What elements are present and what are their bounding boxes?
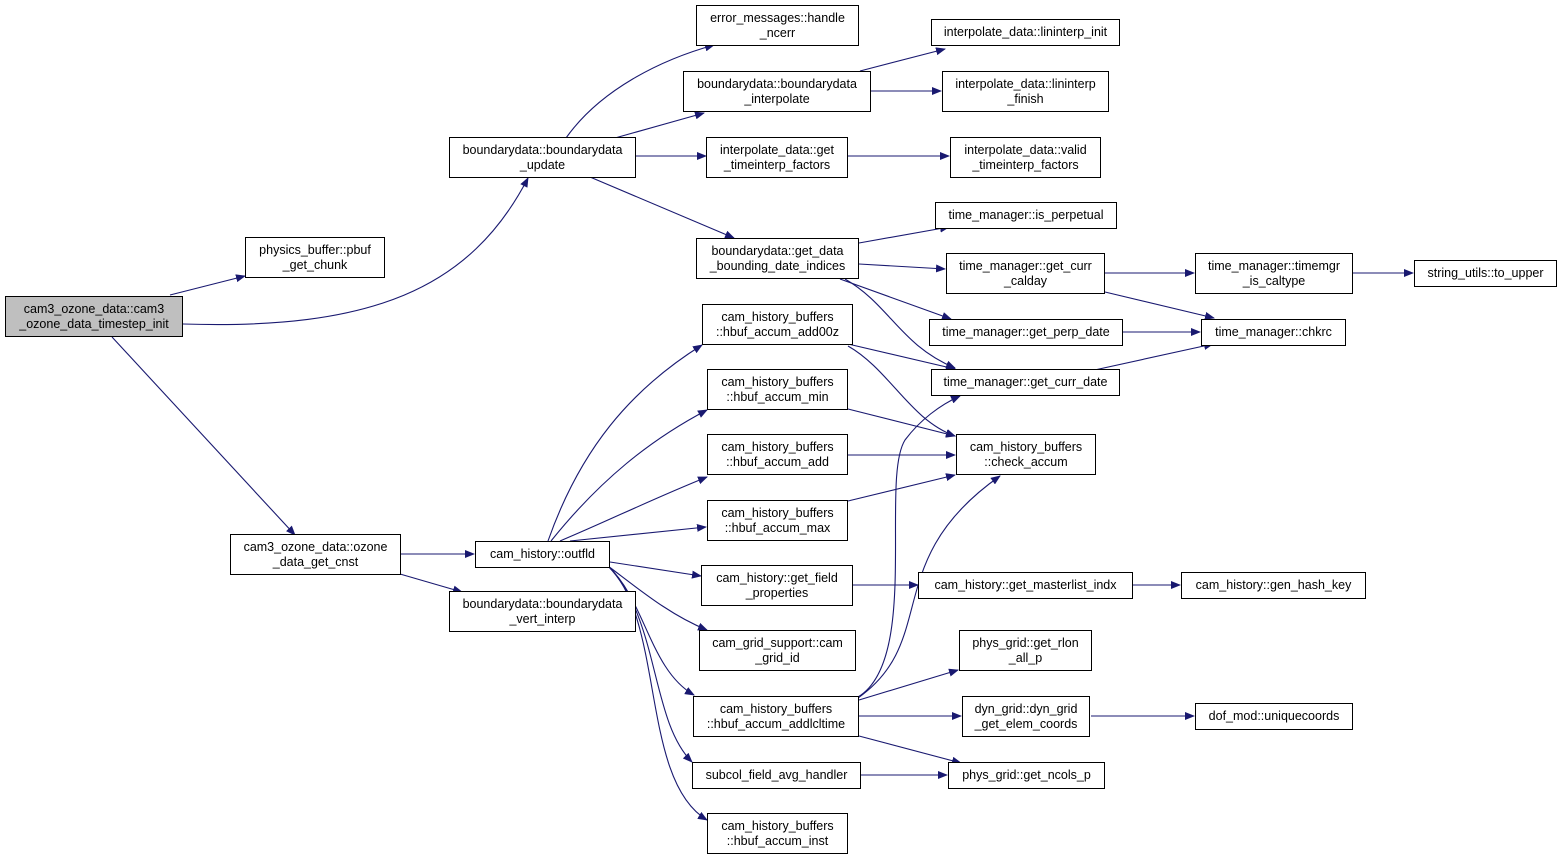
node-handle-ncerr[interactable]: error_messages::handle _ncerr (696, 5, 859, 46)
node-valid-timeinterp-factors[interactable]: interpolate_data::valid _timeinterp_fact… (950, 137, 1101, 178)
node-get-curr-date[interactable]: time_manager::get_curr_date (931, 369, 1120, 396)
node-get-data-bounding-date-indices[interactable]: boundarydata::get_data _bounding_date_in… (696, 238, 859, 279)
node-check-accum[interactable]: cam_history_buffers ::check_accum (956, 434, 1096, 475)
edge-hbuf_accum_addlcltime-check_accum (857, 475, 1001, 699)
node-lininterp-finish[interactable]: interpolate_data::lininterp _finish (942, 71, 1109, 112)
edge-hbuf_accum_add00z-get_curr_date (847, 343, 956, 371)
edge-root-boundarydata_update (182, 177, 529, 326)
edge-outfld-hbuf_accum_add (559, 476, 708, 542)
edge-outfld-get_field_properties (609, 561, 702, 579)
edge-outfld-hbuf_accum_min (550, 409, 708, 542)
edge-hbuf_accum_add00z-check_accum (847, 345, 956, 437)
node-is-perpetual[interactable]: time_manager::is_perpetual (935, 202, 1117, 229)
node-gen-hash-key[interactable]: cam_history::gen_hash_key (1181, 572, 1366, 599)
edge-ozone_data_get_cnst-boundarydata_vert_interp (399, 573, 463, 594)
node-get-masterlist-indx[interactable]: cam_history::get_masterlist_indx (918, 572, 1133, 599)
node-pbuf-get-chunk[interactable]: physics_buffer::pbuf _get_chunk (245, 237, 385, 278)
edge-hbuf_accum_addlcltime-get_rlon_all_p (858, 668, 959, 701)
edge-outfld-hbuf_accum_add00z (547, 344, 703, 542)
node-chkrc[interactable]: time_manager::chkrc (1201, 319, 1346, 346)
edge-outfld-cam_grid_id (607, 565, 708, 631)
node-boundarydata-vert-interp[interactable]: boundarydata::boundarydata _vert_interp (449, 591, 636, 632)
node-get-curr-calday[interactable]: time_manager::get_curr _calday (946, 253, 1105, 294)
node-to-upper[interactable]: string_utils::to_upper (1414, 260, 1557, 287)
edge-root-ozone_data_get_cnst (111, 336, 296, 536)
node-boundarydata-interpolate[interactable]: boundarydata::boundarydata _interpolate (683, 71, 871, 112)
edge-boundarydata_interpolate-lininterp_init (859, 47, 946, 72)
edge-hbuf_accum_min-check_accum (847, 408, 956, 438)
edge-hbuf_accum_addlcltime-get_ncols_p (858, 735, 962, 765)
node-subcol-field-avg-handler[interactable]: subcol_field_avg_handler (692, 762, 861, 789)
node-boundarydata-update[interactable]: boundarydata::boundarydata _update (449, 137, 636, 178)
node-hbuf-accum-inst[interactable]: cam_history_buffers ::hbuf_accum_inst (707, 813, 848, 854)
node-hbuf-accum-min[interactable]: cam_history_buffers ::hbuf_accum_min (707, 369, 848, 410)
node-hbuf-accum-add[interactable]: cam_history_buffers ::hbuf_accum_add (707, 434, 848, 475)
node-get-perp-date[interactable]: time_manager::get_perp_date (929, 319, 1123, 346)
node-dyn-grid-get-elem-coords[interactable]: dyn_grid::dyn_grid _get_elem_coords (962, 696, 1090, 737)
node-timemgr-is-caltype[interactable]: time_manager::timemgr _is_caltype (1195, 253, 1353, 294)
edge-get_curr_date-chkrc (1089, 342, 1214, 372)
edge-root-pbuf_get_chunk (169, 274, 246, 296)
node-root: cam3_ozone_data::cam3 _ozone_data_timest… (5, 296, 183, 337)
node-get-timeinterp-factors[interactable]: interpolate_data::get _timeinterp_factor… (706, 137, 848, 178)
node-get-field-properties[interactable]: cam_history::get_field _properties (701, 565, 853, 606)
edge-outfld-hbuf_accum_max (569, 523, 707, 542)
edge-get_data_bounding_date_indices-get_curr_date (844, 278, 956, 369)
edge-get_data_bounding_date_indices-get_curr_calday (858, 263, 946, 273)
edge-get_curr_calday-chkrc (1104, 291, 1215, 320)
node-lininterp-init[interactable]: interpolate_data::lininterp_init (931, 19, 1120, 46)
node-ozone-data-get-cnst[interactable]: cam3_ozone_data::ozone _data_get_cnst (230, 534, 401, 575)
node-hbuf-accum-add00z[interactable]: cam_history_buffers ::hbuf_accum_add00z (702, 304, 853, 345)
edge-boundarydata_update-boundarydata_interpolate (614, 111, 705, 139)
edge-get_data_bounding_date_indices-is_perpetual (858, 224, 950, 244)
node-get-ncols-p[interactable]: phys_grid::get_ncols_p (948, 762, 1105, 789)
node-cam-grid-id[interactable]: cam_grid_support::cam _grid_id (699, 630, 856, 671)
edge-get_data_bounding_date_indices-get_perp_date (839, 278, 952, 320)
edge-boundarydata_update-get_data_bounding_date_indices (589, 176, 735, 239)
edge-hbuf_accum_addlcltime-get_curr_date (857, 395, 961, 698)
node-hbuf-accum-max[interactable]: cam_history_buffers ::hbuf_accum_max (707, 500, 848, 541)
edge-boundarydata_update-handle_ncerr (565, 43, 715, 139)
node-outfld[interactable]: cam_history::outfld (475, 541, 610, 568)
node-get-rlon-all-p[interactable]: phys_grid::get_rlon _all_p (959, 630, 1092, 671)
node-hbuf-accum-addlcltime[interactable]: cam_history_buffers ::hbuf_accum_addlclt… (693, 696, 859, 737)
node-uniquecoords[interactable]: dof_mod::uniquecoords (1195, 703, 1353, 730)
edge-hbuf_accum_max-check_accum (847, 473, 956, 502)
